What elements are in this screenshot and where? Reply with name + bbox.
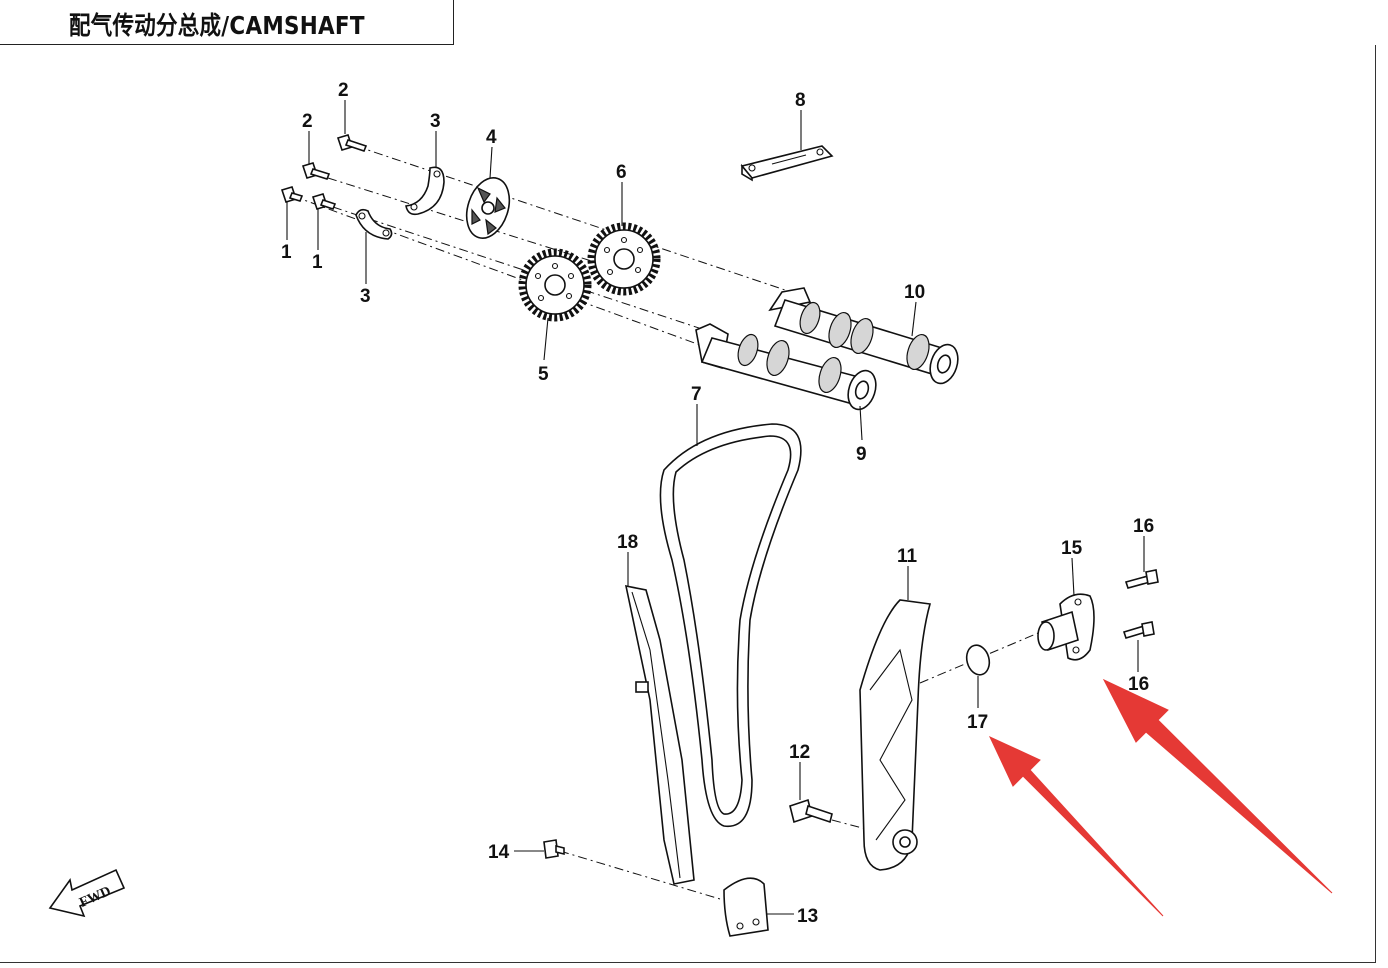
sprocket-part-5	[518, 248, 592, 322]
callout-12: 12	[789, 742, 810, 763]
callout-16-upper: 16	[1133, 516, 1154, 537]
callout-10: 10	[904, 282, 925, 303]
bolt-part-16-upper	[1124, 569, 1159, 589]
callout-3-lower: 3	[360, 286, 371, 307]
bolt-part-1-left	[280, 186, 304, 203]
callout-18: 18	[617, 532, 638, 553]
chain-guide-part-18	[624, 584, 695, 885]
timing-chain-part-7	[659, 423, 802, 828]
callout-2-lower: 2	[302, 111, 313, 132]
callout-labels: 2 2 3 4 6 8 1 1 3 5 10 7 9 18 11 15 16 1…	[281, 80, 1154, 927]
o-ring-part-17	[965, 644, 991, 676]
highlight-arrows	[988, 678, 1333, 917]
callout-17: 17	[967, 712, 988, 733]
bolt-part-2-upper	[336, 134, 368, 152]
callout-14: 14	[488, 842, 510, 863]
leader-lines	[286, 100, 1145, 915]
callout-15: 15	[1061, 538, 1083, 559]
red-arrow-part-17	[988, 735, 1164, 917]
page-title: 配气传动分总成/CAMSHAFT	[69, 11, 365, 40]
rotor-part-4	[465, 177, 511, 239]
drawing-frame	[0, 45, 1376, 963]
tensioner-part-15	[1037, 593, 1095, 661]
bracket-part-13	[723, 877, 769, 937]
fwd-arrow-icon: FWD	[48, 868, 126, 918]
callout-7: 7	[691, 384, 702, 405]
bolt-part-16-lower	[1122, 621, 1155, 639]
callout-4: 4	[486, 127, 497, 148]
callout-1-right: 1	[312, 252, 323, 273]
callout-8: 8	[795, 90, 806, 111]
callout-1-left: 1	[281, 242, 292, 263]
bracket-part-8	[740, 145, 834, 182]
pin-part-12	[789, 798, 833, 824]
callout-9: 9	[856, 444, 867, 465]
camshaft-part-9	[695, 323, 877, 411]
callout-11: 11	[897, 546, 918, 567]
bolt-part-2-lower	[301, 162, 331, 180]
callout-2-upper: 2	[338, 80, 349, 101]
bolt-part-1-right	[311, 193, 337, 210]
bolt-part-14	[543, 839, 565, 859]
plate-part-3-upper	[405, 166, 445, 216]
callout-6: 6	[616, 162, 627, 183]
title-box: 配气传动分总成/CAMSHAFT	[0, 0, 454, 45]
camshaft-part-10	[768, 287, 959, 385]
red-arrow-part-16	[1102, 678, 1333, 894]
plate-part-3-lower	[355, 208, 393, 240]
callout-5: 5	[538, 364, 549, 385]
callout-13: 13	[797, 906, 818, 927]
tensioner-arm-part-11	[859, 599, 932, 871]
callout-16-lower: 16	[1128, 674, 1149, 695]
callout-3-upper: 3	[430, 111, 441, 132]
sprocket-part-6	[587, 222, 661, 296]
